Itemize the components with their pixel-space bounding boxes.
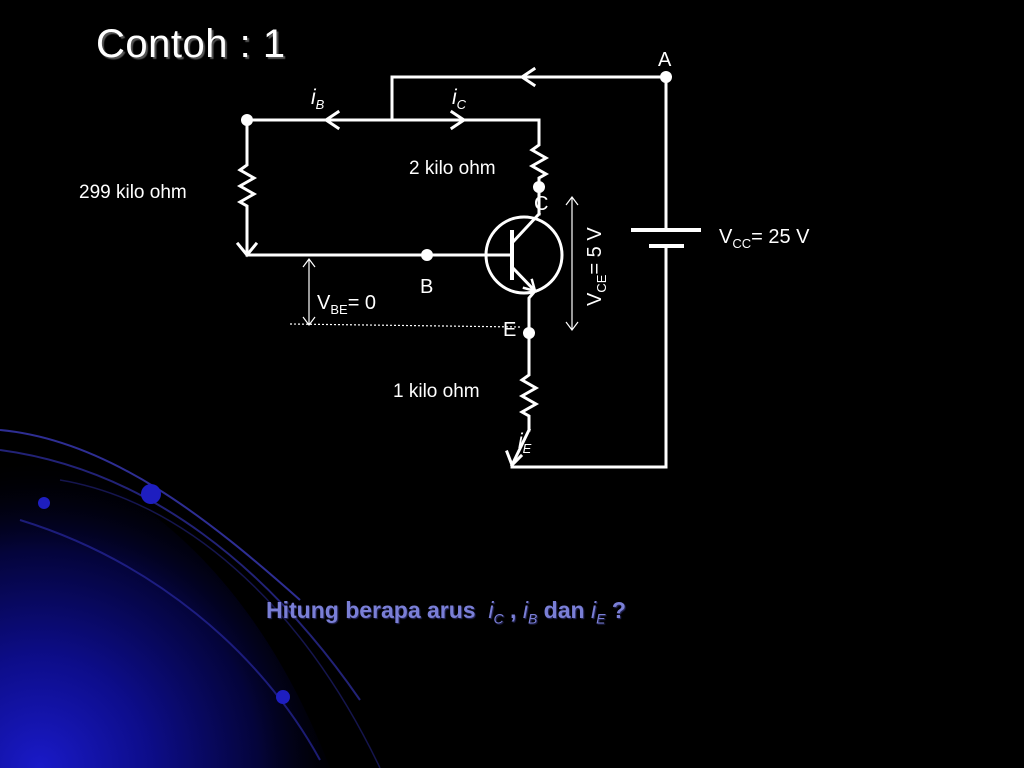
ie-label: iE [518, 430, 532, 456]
ic-label: iC [452, 86, 467, 112]
vbe-reference-line [289, 323, 521, 328]
transistor-circle [484, 215, 564, 295]
resistor-base [236, 118, 258, 257]
r-collector-label: 2 kilo ohm [409, 158, 496, 179]
wire-emitter-down [509, 427, 532, 468]
arrow-top [519, 66, 537, 88]
wire-bottom [510, 246, 668, 469]
wire-emitter [527, 288, 538, 335]
node-a-dot [660, 71, 672, 83]
vce-arrow-up [565, 196, 579, 206]
decoration-dot [276, 690, 290, 704]
arrow-ib [323, 109, 341, 131]
arrow-ie [505, 450, 524, 468]
vce-arrow-down [565, 321, 579, 331]
arrow-ic [449, 109, 467, 131]
vbe-arrow-down [302, 316, 316, 326]
node-e-label: E [503, 319, 516, 341]
node-a-label: A [658, 49, 672, 71]
vbe-label: VBE= 0 [317, 292, 376, 317]
blue-glow [0, 440, 330, 768]
r-base-label: 299 kilo ohm [79, 182, 187, 203]
decoration-dot [38, 497, 50, 509]
vcc-label: VCC= 25 V [719, 226, 810, 251]
decoration-dot [141, 484, 161, 504]
wire-top [390, 75, 668, 122]
node-dot [241, 114, 253, 126]
slide-title: Contoh : 1 [96, 22, 286, 66]
resistor-emitter [518, 331, 540, 432]
node-b-label: B [420, 276, 433, 298]
r-emitter-label: 1 kilo ohm [393, 381, 480, 402]
transistor-collector-lead [509, 211, 542, 246]
ib-label: iB [311, 86, 325, 112]
transistor-emitter-lead [509, 264, 538, 294]
node-e-dot [523, 327, 535, 339]
question-text: Hitung berapa arus iC , iB dan iE ? [266, 597, 626, 627]
node-c-dot [533, 181, 545, 193]
resistor-collector [528, 118, 550, 216]
vce-label: VCE= 5 V [584, 227, 609, 306]
node-b-dot [421, 249, 433, 261]
vbe-arrow-up [302, 258, 316, 268]
node-c-label: C [534, 193, 548, 215]
